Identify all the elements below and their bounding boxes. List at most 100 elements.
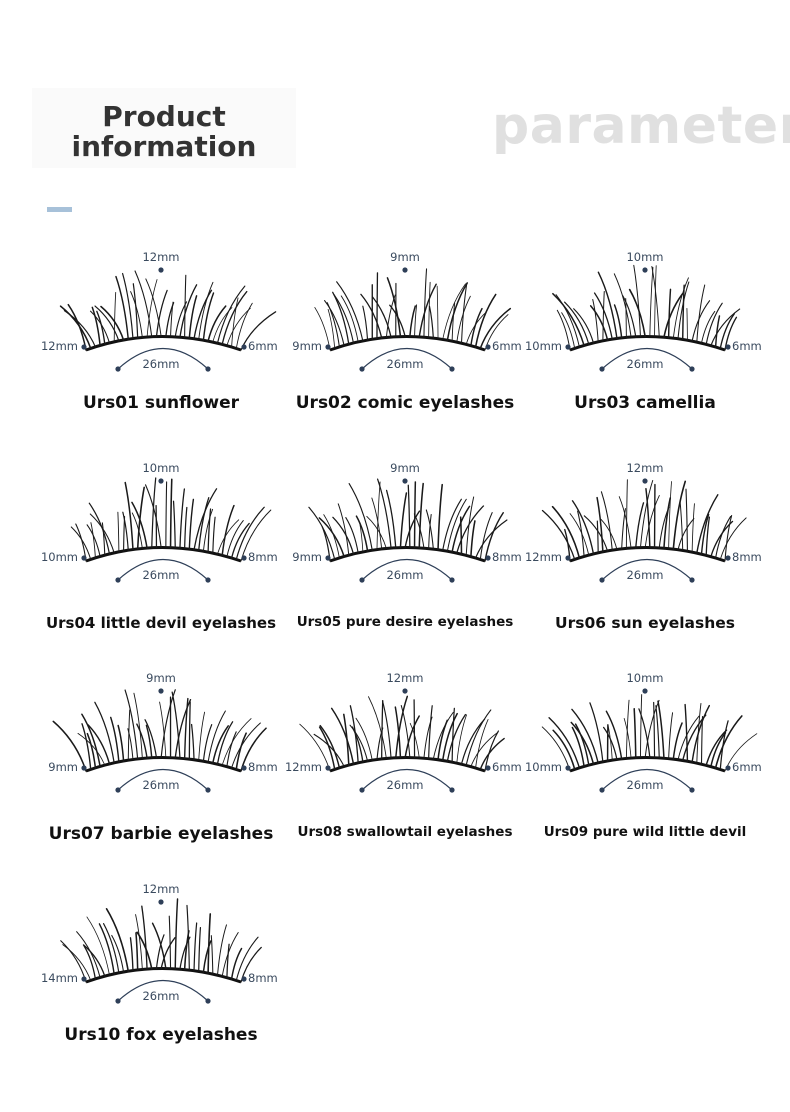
width-length-label: 26mm xyxy=(142,778,180,792)
top-dot xyxy=(158,478,164,484)
lash-diagram xyxy=(70,477,272,583)
top-length-label: 9mm xyxy=(390,461,420,475)
top-length-label: 12mm xyxy=(142,882,180,896)
right-length-label: 6mm xyxy=(492,339,522,353)
width-length-label: 26mm xyxy=(386,357,424,371)
lash-band xyxy=(329,546,486,563)
product-information-title-box: Product information xyxy=(32,88,296,168)
right-dot xyxy=(241,976,247,982)
top-dot xyxy=(158,267,164,273)
left-dot xyxy=(325,344,331,350)
top-dot xyxy=(158,899,164,905)
accent-bar xyxy=(47,207,72,212)
product-name: Urs08 swallowtail eyelashes xyxy=(297,824,513,840)
width-length-label: 26mm xyxy=(386,778,424,792)
right-length-label: 8mm xyxy=(732,550,762,564)
lash-strands-image xyxy=(52,689,267,772)
top-dot xyxy=(402,478,408,484)
product-name: Urs07 barbie eyelashes xyxy=(48,824,274,844)
width-length-label: 26mm xyxy=(626,568,664,582)
right-dot xyxy=(241,555,247,561)
lash-strands-image xyxy=(70,477,272,562)
left-length-label: 12mm xyxy=(40,339,78,353)
left-length-label: 10mm xyxy=(524,339,562,353)
width-length-label: 26mm xyxy=(626,778,664,792)
left-dot xyxy=(565,765,571,771)
lash-band xyxy=(329,335,486,352)
left-dot xyxy=(81,555,87,561)
top-length-label: 9mm xyxy=(390,250,420,264)
width-length-label: 26mm xyxy=(142,568,180,582)
right-length-label: 6mm xyxy=(492,760,522,774)
left-dot xyxy=(565,344,571,350)
right-length-label: 8mm xyxy=(248,971,278,985)
left-length-label: 10mm xyxy=(524,760,562,774)
width-length-label: 26mm xyxy=(142,357,180,371)
top-dot xyxy=(402,267,408,273)
left-dot xyxy=(81,344,87,350)
left-length-label: 12mm xyxy=(284,760,322,774)
lash-diagram xyxy=(299,688,505,793)
left-length-label: 9mm xyxy=(48,760,78,774)
width-arc xyxy=(601,769,693,791)
top-dot xyxy=(642,267,648,273)
right-dot xyxy=(485,344,491,350)
width-length-label: 26mm xyxy=(142,989,180,1003)
lash-strands-image xyxy=(541,694,758,772)
lash-strands-image xyxy=(308,478,508,562)
right-length-label: 8mm xyxy=(248,760,278,774)
lash-diagram xyxy=(59,267,277,372)
product-name: Urs02 comic eyelashes xyxy=(295,393,515,413)
lash-band xyxy=(85,967,242,984)
left-length-label: 9mm xyxy=(292,550,322,564)
right-dot xyxy=(485,555,491,561)
width-arc xyxy=(601,559,693,581)
left-length-label: 12mm xyxy=(524,550,562,564)
right-length-label: 8mm xyxy=(492,550,522,564)
right-dot xyxy=(485,765,491,771)
parameter-watermark: parameter xyxy=(492,96,790,156)
right-length-label: 8mm xyxy=(248,550,278,564)
top-length-label: 12mm xyxy=(386,671,424,685)
lash-diagram xyxy=(308,478,508,583)
lash-strands-image xyxy=(552,264,741,351)
left-dot xyxy=(565,555,571,561)
left-length-label: 10mm xyxy=(40,550,78,564)
right-dot xyxy=(725,344,731,350)
top-length-label: 10mm xyxy=(626,250,664,264)
lash-diagram xyxy=(314,267,512,372)
product-name: Urs10 fox eyelashes xyxy=(64,1025,258,1045)
lash-diagram xyxy=(541,478,747,583)
right-length-label: 6mm xyxy=(732,339,762,353)
top-dot xyxy=(642,478,648,484)
lash-band xyxy=(85,756,242,773)
left-length-label: 9mm xyxy=(292,339,322,353)
width-arc xyxy=(117,559,209,581)
right-length-label: 6mm xyxy=(732,760,762,774)
lash-strands-image xyxy=(59,270,277,351)
title-line-1: Product xyxy=(102,100,226,133)
product-name: Urs06 sun eyelashes xyxy=(554,614,735,632)
lash-strands-image xyxy=(541,479,747,562)
left-dot xyxy=(325,555,331,561)
top-dot xyxy=(158,688,164,694)
top-length-label: 9mm xyxy=(146,671,176,685)
product-name: Urs04 little devil eyelashes xyxy=(45,614,277,632)
product-name: Urs03 camellia xyxy=(574,393,716,413)
lash-diagram xyxy=(60,898,262,1004)
top-length-label: 10mm xyxy=(626,671,664,685)
width-arc xyxy=(117,348,209,370)
top-dot xyxy=(402,688,408,694)
left-length-label: 14mm xyxy=(40,971,78,985)
width-arc xyxy=(601,348,693,370)
lash-diagram xyxy=(541,688,758,793)
width-length-label: 26mm xyxy=(626,357,664,371)
title-line-2: information xyxy=(71,130,257,163)
